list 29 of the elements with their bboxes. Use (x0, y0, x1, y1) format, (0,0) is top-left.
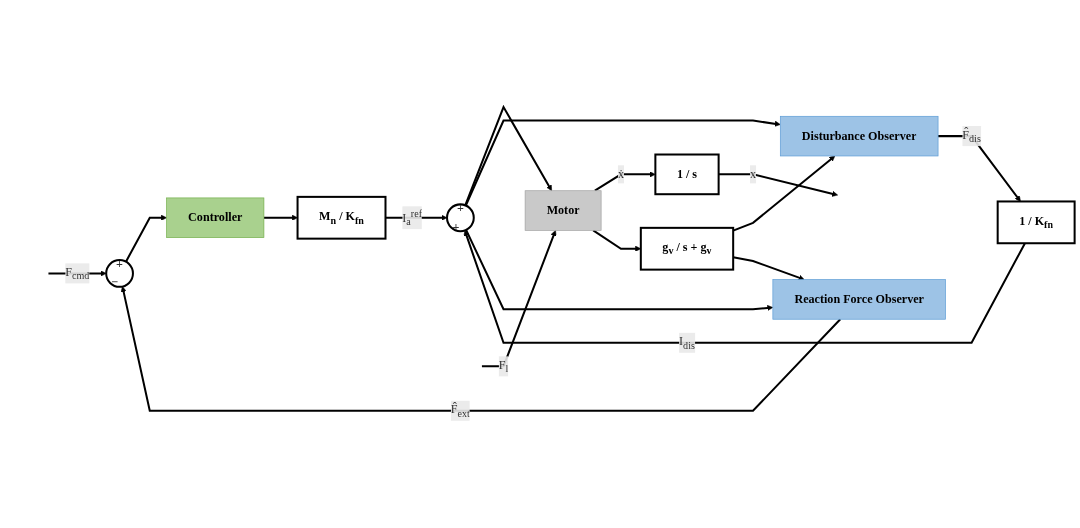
node-circle: + − (105, 259, 134, 288)
node-box: Disturbance Observer (779, 115, 939, 157)
arrow (385, 214, 448, 221)
arrow (594, 171, 656, 192)
arrow (465, 229, 774, 311)
edge-label: F$_{cmd}$ (65, 265, 90, 282)
node-box: Motor (524, 190, 602, 231)
arrow (463, 230, 1026, 344)
edge-label: F̂$_{dis}$ (962, 128, 981, 144)
arrow (938, 135, 1021, 202)
node-box: Controller (166, 197, 265, 238)
node-box: g$_{v}$ / s + g$_{v}$ (639, 226, 735, 271)
node-box: 1 / K$_{fn}$ (996, 200, 1076, 245)
node-box: 1 / s (654, 153, 720, 196)
arrow (481, 230, 557, 368)
arrow (464, 104, 552, 206)
arrow (120, 286, 841, 412)
arrow (733, 256, 805, 281)
arrow (125, 214, 167, 263)
node-box: M$_{n}$ / K$_{fn}$ (296, 195, 387, 240)
edge-label: F̂$_{ext}$ (450, 402, 470, 419)
arrow (263, 214, 298, 221)
edge-label: F$_{l}$ (498, 358, 509, 375)
node-box: Reaction Force Observer (772, 279, 946, 320)
arrow (464, 119, 781, 206)
arrow (718, 173, 838, 197)
edge-label: ẋ (617, 167, 624, 181)
edge-label: x (749, 167, 757, 181)
edge-label: I$_{dis}$ (679, 334, 695, 351)
